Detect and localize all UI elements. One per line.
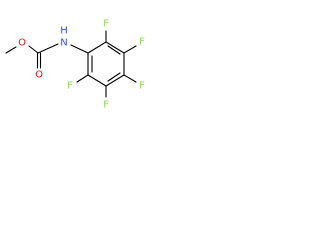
ring-bond-2-3 xyxy=(105,41,125,54)
ring-bond-4-5 xyxy=(105,74,125,87)
bond-nitrogen-ring xyxy=(70,44,89,54)
atom-nitrogen: N xyxy=(60,38,67,49)
bond-oxygen-carbonyl-carbon xyxy=(28,45,39,54)
atom-labels: O O N H F F F F F xyxy=(18,19,145,111)
molecule-structure: O O N H F F F F F xyxy=(5,19,145,111)
atom-oxygen-ether: O xyxy=(18,38,26,49)
ring-inner-double-a xyxy=(107,45,121,55)
ring-bond-1-2 xyxy=(87,41,107,54)
atom-fluorine-4: F xyxy=(139,81,145,92)
atom-hydrogen: H xyxy=(60,26,68,37)
ring-bond-5-6 xyxy=(87,74,107,87)
bonds xyxy=(5,30,137,98)
atom-fluorine-3: F xyxy=(139,37,145,48)
bond-methyl-oxygen xyxy=(5,46,17,54)
ring-inner-double-b xyxy=(107,72,121,82)
bond-ring-fluorine-4 xyxy=(123,74,137,83)
bond-ring-fluorine-6 xyxy=(76,74,89,83)
atom-fluorine-6: F xyxy=(67,81,73,92)
atom-oxygen-carbonyl: O xyxy=(35,70,43,81)
bond-carbonyl-nitrogen xyxy=(37,43,59,54)
atom-fluorine-5: F xyxy=(103,100,109,111)
bond-ring-fluorine-3 xyxy=(123,45,137,54)
atom-fluorine-2: F xyxy=(103,19,109,30)
